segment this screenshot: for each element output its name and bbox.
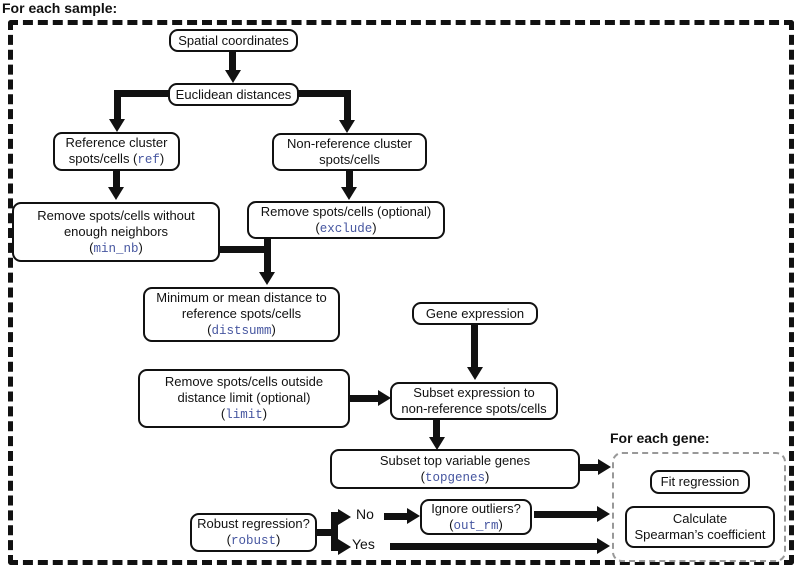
arrow-no-to-outrm-shaft	[384, 513, 407, 520]
arrow-robust-no-head	[338, 509, 351, 525]
arrow-topgenes-to-geneloop-shaft	[580, 464, 598, 471]
sample-loop-label: For each sample:	[2, 0, 118, 16]
node-robust-regression: Robust regression?(robust)	[190, 513, 317, 552]
arrow-minnb-merge-shaft	[220, 246, 271, 253]
arrow-spatial-to-euclidean-head	[225, 70, 241, 83]
gene-loop-label: For each gene:	[610, 430, 710, 446]
node-subset-top-genes: Subset top variable genes(topgenes)	[330, 449, 580, 489]
node-gene-expression: Gene expression	[412, 302, 538, 325]
arrow-euclidean-to-nonref-shaft	[344, 90, 351, 121]
arrow-subsetexpr-to-topgenes-shaft	[433, 419, 440, 438]
arrow-yes-to-geneloop-shaft	[390, 543, 597, 550]
arrow-merge-to-distsumm-head	[259, 272, 275, 285]
arrow-robust-fork-stub	[317, 529, 333, 536]
node-ignore-outliers: Ignore outliers?(out_rm)	[420, 499, 532, 535]
arrow-limit-to-subsetexpr-shaft	[350, 395, 378, 402]
arrow-nonref-to-exclude-shaft	[346, 170, 353, 188]
node-spatial-coordinates: Spatial coordinates	[169, 29, 298, 52]
branch-label-yes: Yes	[352, 536, 375, 552]
arrow-topgenes-to-geneloop-head	[598, 459, 611, 475]
arrow-robust-yes-head	[338, 539, 351, 555]
arrow-yes-to-geneloop-head	[597, 538, 610, 554]
node-fit-regression: Fit regression	[650, 470, 750, 494]
arrow-nonref-to-exclude-head	[341, 187, 357, 200]
branch-label-no: No	[356, 506, 374, 522]
arrow-geneexpr-to-subsetexpr-shaft	[471, 324, 478, 368]
arrow-robust-fork-bar	[331, 512, 338, 551]
arrow-outrm-to-geneloop-shaft	[534, 511, 597, 518]
arrow-exclude-merge-shaft	[264, 238, 271, 273]
node-remove-optional-exclude: Remove spots/cells (optional)(exclude)	[247, 201, 445, 239]
arrow-geneexpr-to-subsetexpr-head	[467, 367, 483, 380]
arrow-subsetexpr-to-topgenes-head	[429, 437, 445, 450]
arrow-limit-to-subsetexpr-head	[378, 390, 391, 406]
sample-loop-border	[8, 20, 794, 565]
arrow-ref-to-minnb-head	[108, 187, 124, 200]
arrow-euclidean-to-ref-shaft	[114, 90, 121, 120]
arrow-euclidean-to-nonref-head	[339, 120, 355, 133]
arrow-no-to-outrm-head	[407, 508, 420, 524]
arrow-euclidean-to-ref-head	[109, 119, 125, 132]
arrow-ref-to-minnb-shaft	[113, 170, 120, 188]
arrow-spatial-to-euclidean-shaft	[229, 51, 236, 71]
arrow-outrm-to-geneloop-head	[597, 506, 610, 522]
node-euclidean-distances: Euclidean distances	[168, 83, 299, 106]
